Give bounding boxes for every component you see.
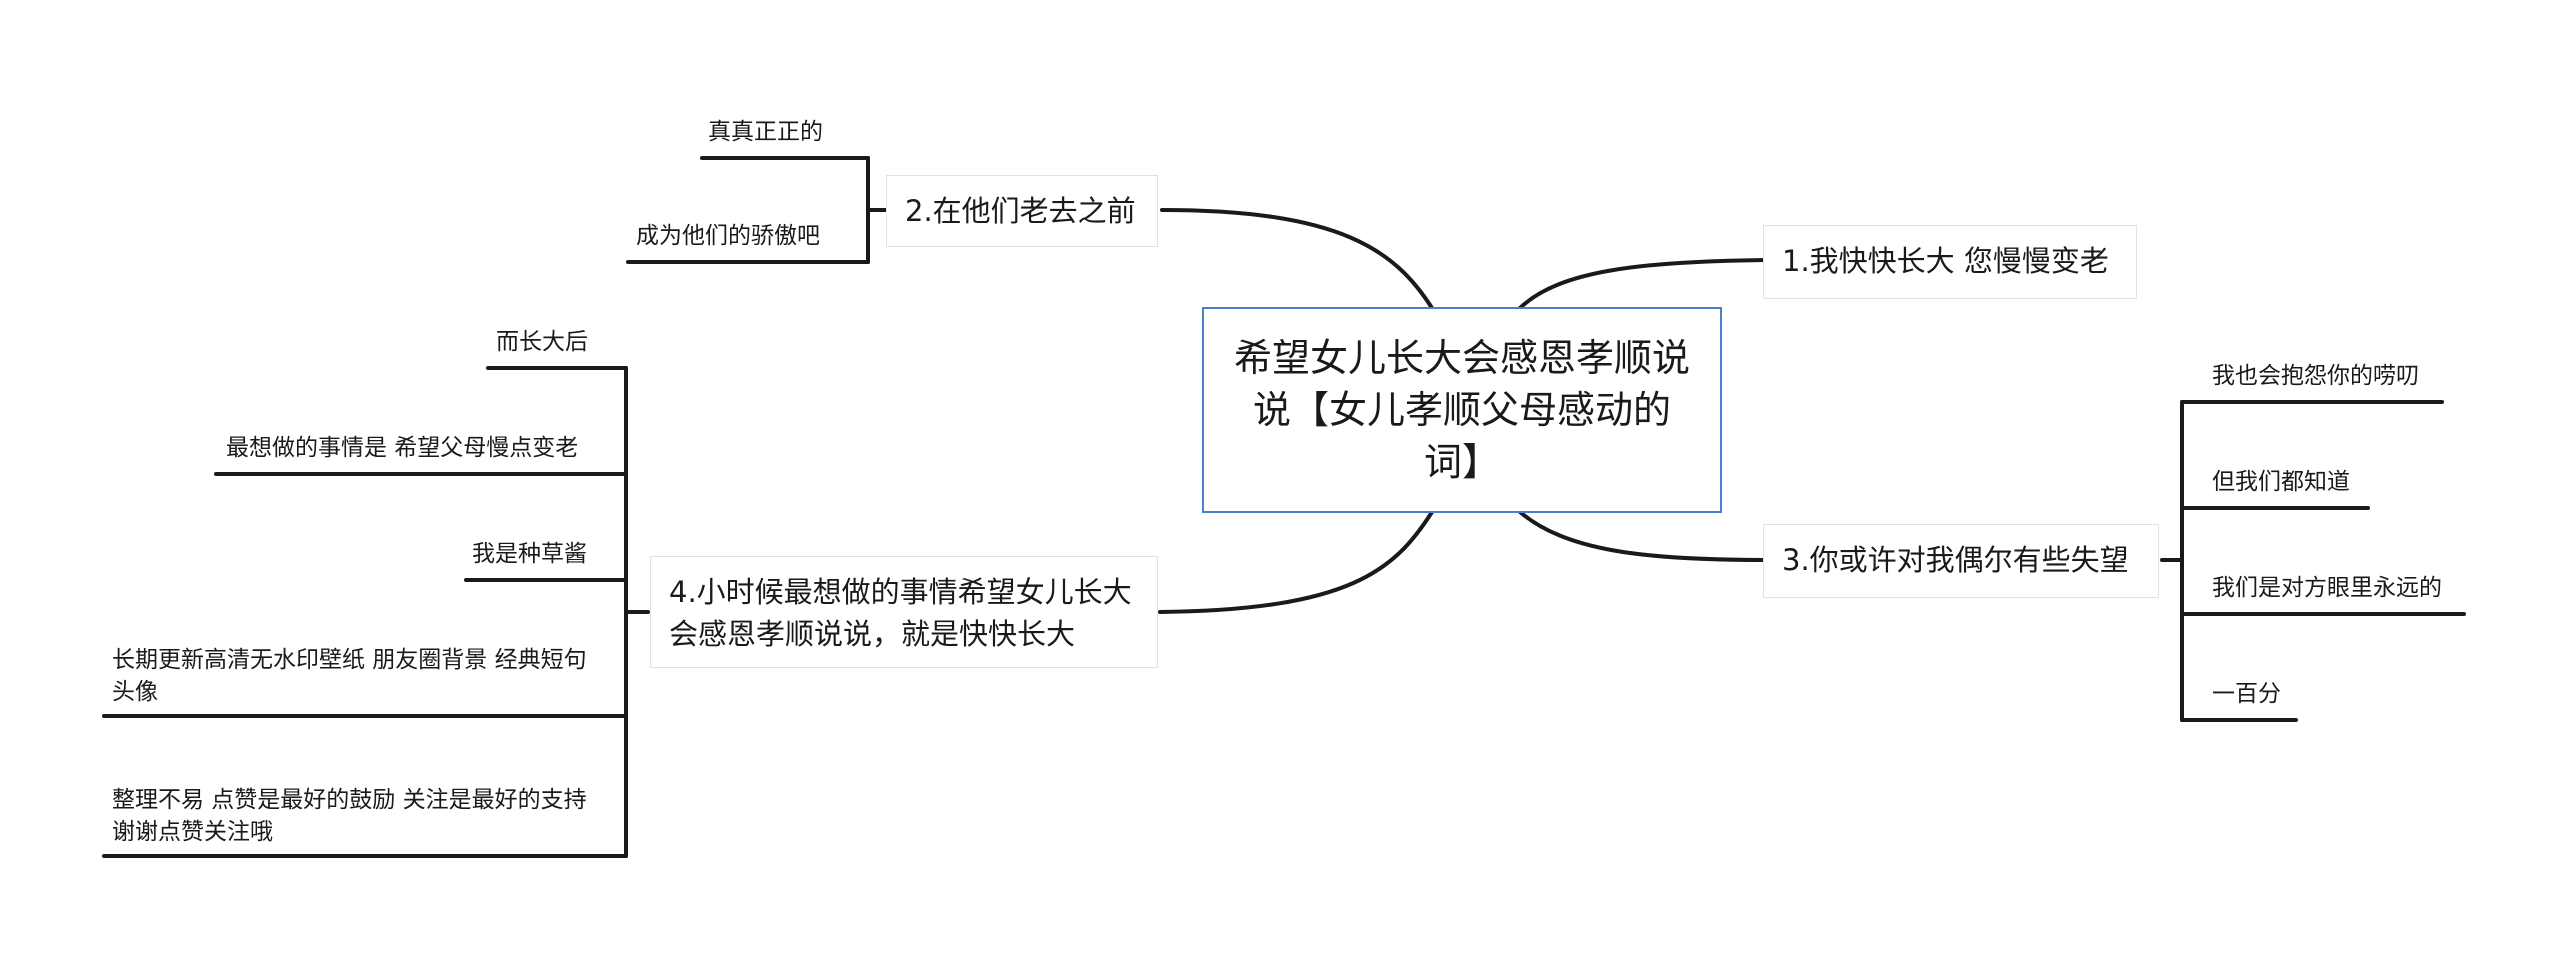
bracket-branch-2 [866,156,888,264]
leaf-2-2[interactable]: 成为他们的骄傲吧 [636,220,820,252]
branch-label: 4.小时候最想做的事情希望女儿长大会感恩孝顺说说，就是快快长大 [669,575,1132,651]
branch-node-2[interactable]: 2.在他们老去之前 [886,175,1158,247]
leaf-3-2[interactable]: 但我们都知道 [2212,466,2350,498]
branch-label: 1.我快快长大 您慢慢变老 [1782,244,2109,278]
leaf-4-3[interactable]: 我是种草酱 [472,538,587,570]
central-topic-label: 希望女儿长大会感恩孝顺说说【女儿孝顺父母感动的词】 [1234,336,1691,484]
branch-node-1[interactable]: 1.我快快长大 您慢慢变老 [1763,225,2137,299]
leaf-4-4[interactable]: 长期更新高清无水印壁纸 朋友圈背景 经典短句 头像 [112,644,602,708]
leaf-4-1[interactable]: 而长大后 [496,326,588,358]
leaf-3-1[interactable]: 我也会抱怨你的唠叨 [2212,360,2419,392]
branch-label: 3.你或许对我偶尔有些失望 [1782,543,2129,577]
leaf-label: 但我们都知道 [2212,469,2350,495]
leaf-4-5[interactable]: 整理不易 点赞是最好的鼓励 关注是最好的支持 谢谢点赞关注哦 [112,784,602,848]
leaf-label: 真真正正的 [708,119,823,145]
bracket-branch-3 [2160,400,2184,722]
connector-branch-3 [1518,510,1767,562]
branch-node-3[interactable]: 3.你或许对我偶尔有些失望 [1763,524,2159,598]
leaf-3-3[interactable]: 我们是对方眼里永远的 [2212,572,2442,604]
leaf-label: 我是种草酱 [472,541,587,567]
leaf-label: 整理不易 点赞是最好的鼓励 关注是最好的支持 谢谢点赞关注哦 [112,787,587,845]
leaf-label: 而长大后 [496,329,588,355]
connector-branch-4 [1158,510,1434,614]
leaf-label: 一百分 [2212,681,2281,707]
leaf-label: 我们是对方眼里永远的 [2212,575,2442,601]
central-topic[interactable]: 希望女儿长大会感恩孝顺说说【女儿孝顺父母感动的词】 [1202,307,1722,513]
branch-label: 2.在他们老去之前 [905,194,1136,228]
connector-branch-2 [1160,208,1434,310]
leaf-3-4[interactable]: 一百分 [2212,678,2281,710]
leaf-label: 成为他们的骄傲吧 [636,223,820,249]
leaf-4-2[interactable]: 最想做的事情是 希望父母慢点变老 [226,432,578,464]
connector-branch-1 [1518,258,1767,310]
leaf-2-1[interactable]: 真真正正的 [708,116,823,148]
leaf-label: 最想做的事情是 希望父母慢点变老 [226,435,579,461]
leaf-label: 长期更新高清无水印壁纸 朋友圈背景 经典短句 头像 [112,647,587,705]
leaf-label: 我也会抱怨你的唠叨 [2212,363,2419,389]
branch-node-4[interactable]: 4.小时候最想做的事情希望女儿长大会感恩孝顺说说，就是快快长大 [650,556,1158,668]
bracket-branch-4 [624,366,650,858]
